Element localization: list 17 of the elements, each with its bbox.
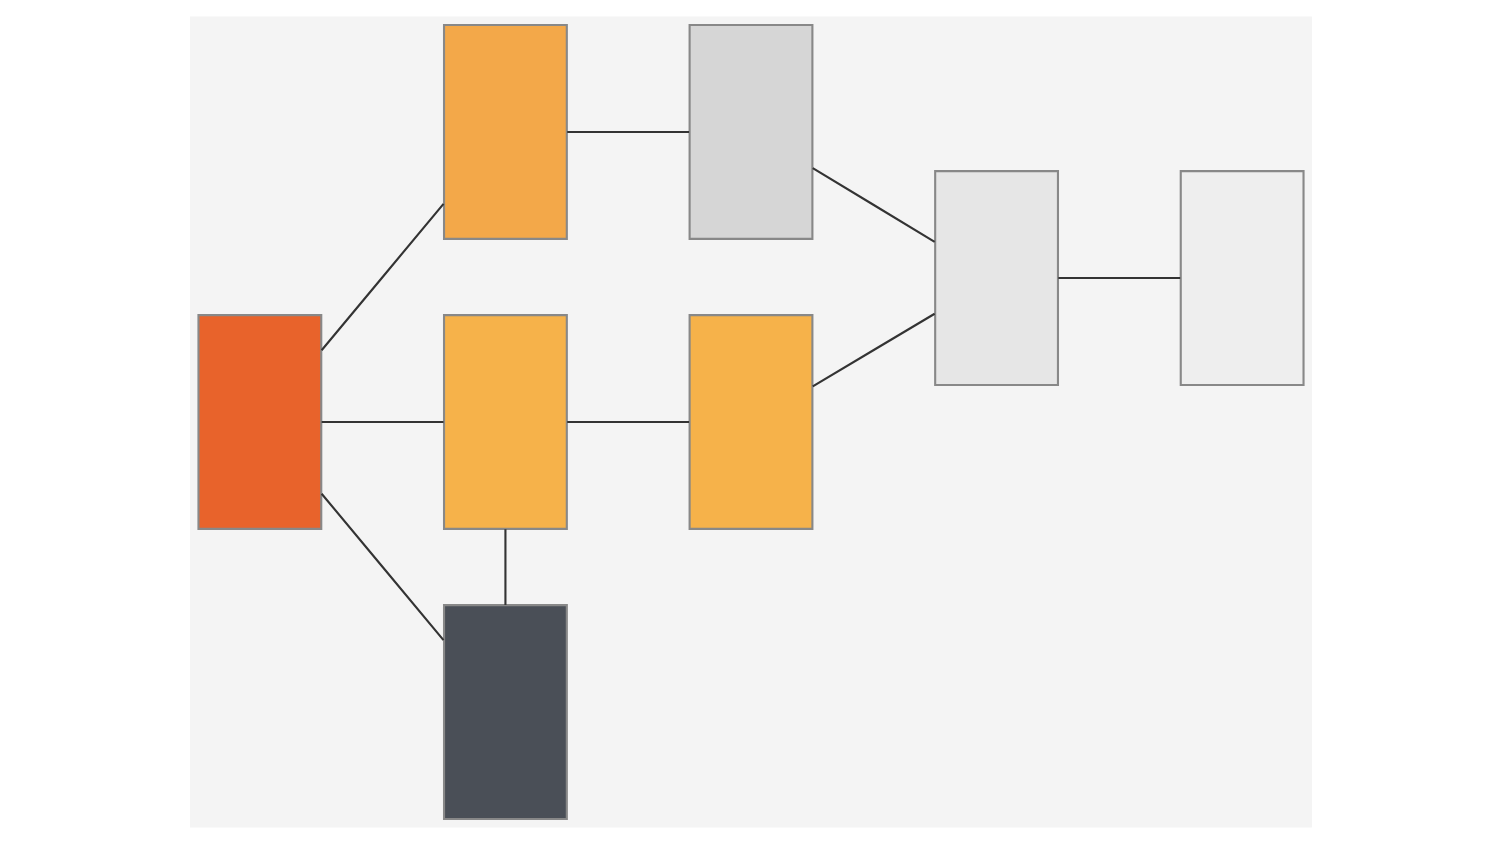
node-box <box>687 314 813 530</box>
connector <box>503 529 506 605</box>
connector <box>319 203 444 351</box>
node-box <box>687 24 813 240</box>
connector <box>811 312 935 388</box>
connector <box>566 420 689 424</box>
node-box <box>196 314 322 530</box>
node-box <box>1178 170 1304 386</box>
connector <box>811 167 935 243</box>
connector <box>566 130 689 134</box>
node-box <box>933 170 1058 386</box>
connector <box>1057 277 1180 280</box>
node-box <box>442 314 567 530</box>
connector <box>320 420 443 424</box>
connector <box>319 493 444 641</box>
node-box <box>442 24 567 240</box>
node-box <box>442 604 567 820</box>
